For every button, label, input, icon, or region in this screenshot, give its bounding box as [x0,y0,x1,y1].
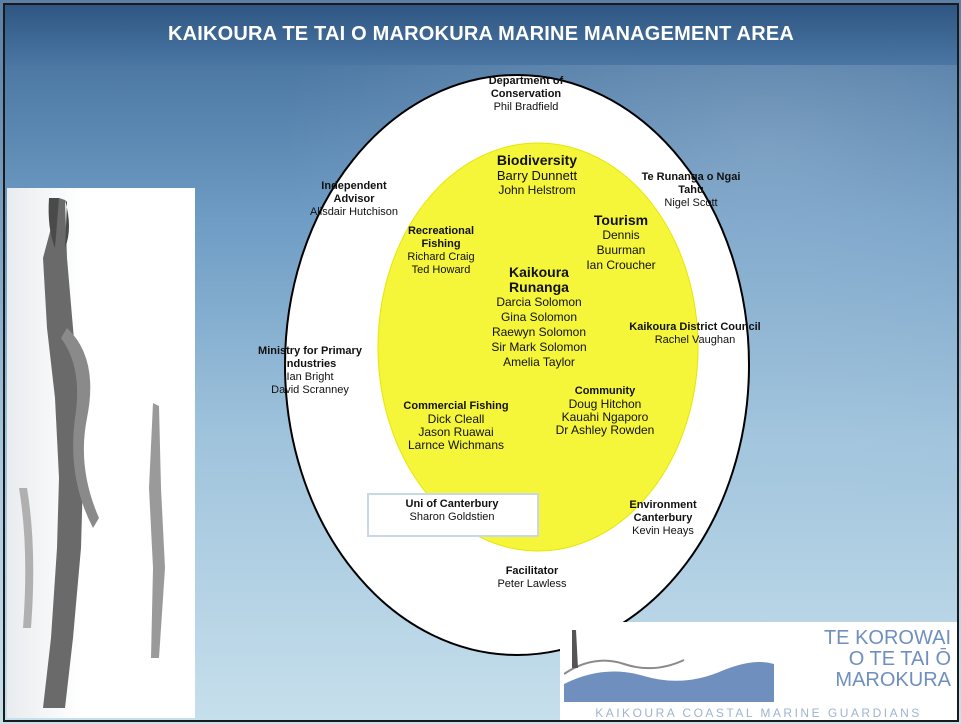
slide-title: KAIKOURA TE TAI O MAROKURA MARINE MANAGE… [167,23,795,45]
logo-line-2: O TE TAI Ō [848,648,951,670]
community-person-1: Doug Hitchon [568,397,642,411]
kaikoura-runanga-person-5: Amelia Taylor [503,355,575,369]
biodiversity-label: Biodiversity Barry Dunnett John Helstrom [477,153,597,198]
independent-advisor-person: Alisdair Hutchison [309,206,399,218]
doc-org: Department of Conservation [488,75,564,100]
mpi-label: Ministry for Primary Industries Ian Brig… [245,345,375,397]
tourism-person-2: Ian Croucher [586,258,656,272]
community-person-3: Dr Ashley Rowden [555,423,655,437]
kaikoura-runanga-label: Kaikoura Runanga Darcia Solomon Gina Sol… [479,265,599,370]
doc-person: Phil Bradfield [493,101,559,113]
environment-canterbury-person: Kevin Heays [632,525,694,537]
coastline-image [564,624,774,702]
logo-line-1: TE KOROWAI [823,627,951,649]
independent-advisor-org: Independent Advisor [321,180,387,205]
inner-ellipse [377,142,699,552]
runanga-ngai-tahu-label: Te Runanga o Ngai Tahu Nigel Scott [641,171,741,210]
facilitator-label: Facilitator Peter Lawless [477,565,587,591]
commercial-fishing-person-1: Dick Cleall [427,412,485,426]
kaikoura-runanga-person-3: Raewyn Solomon [491,325,587,339]
logo-subtitle: KAIKOURA COASTAL MARINE GUARDIANS [595,706,922,720]
facilitator-org: Facilitator [505,565,559,577]
commercial-fishing-person-2: Jason Ruawai [418,425,494,439]
slide: KAIKOURA TE TAI O MAROKURA MARINE MANAGE… [3,3,959,722]
runanga-ngai-tahu-person: Nigel Scott [664,197,718,209]
tourism-org: Tourism [593,212,649,228]
korowai-logo: TE KOROWAI O TE TAI Ō MAROKURA KAIKOURA … [560,622,957,720]
kaikoura-runanga-person-4: Sir Mark Solomon [491,340,587,354]
logo-line-3: MAROKURA [835,669,951,691]
environment-canterbury-label: Environment Canterbury Kevin Heays [609,499,717,538]
mpi-org: Ministry for Primary Industries [258,345,362,370]
doc-label: Department of Conservation Phil Bradfiel… [471,75,581,114]
community-org: Community [574,385,636,397]
kaikoura-runanga-org: Kaikoura Runanga [509,264,569,295]
uni-of-canterbury-box [367,493,539,537]
logo-title: TE KOROWAI O TE TAI Ō MAROKURA [824,628,951,691]
kaikoura-district-council-person: Rachel Vaughan [654,334,736,346]
uni-of-canterbury-person: Sharon Goldstien [409,511,495,523]
recreational-fishing-label: Recreational Fishing Richard Craig Ted H… [391,225,491,277]
biodiversity-person-2: John Helstrom [498,183,576,197]
independent-advisor-label: Independent Advisor Alisdair Hutchison [309,180,399,219]
tourism-person-1: Dennis Buurman [596,228,646,257]
title-band [5,5,957,65]
uni-of-canterbury-org: Uni of Canterbury [405,498,499,510]
tourism-label: Tourism Dennis Buurman Ian Croucher [581,213,661,273]
commercial-fishing-person-3: Larnce Wichmans [407,438,505,452]
uni-of-canterbury-label: Uni of Canterbury Sharon Goldstien [369,498,535,524]
mpi-person-2: David Scranney [271,384,349,396]
facilitator-person: Peter Lawless [497,578,567,590]
commercial-fishing-org: Commercial Fishing [403,400,509,412]
commercial-fishing-label: Commercial Fishing Dick Cleall Jason Rua… [391,400,521,452]
biodiversity-org: Biodiversity [496,152,578,168]
community-label: Community Doug Hitchon Kauahi Ngaporo Dr… [551,385,659,437]
environment-canterbury-org: Environment Canterbury [629,499,697,524]
recreational-fishing-person-1: Richard Craig [407,251,475,263]
carving-panel [7,188,195,718]
recreational-fishing-org: Recreational Fishing [407,225,475,250]
mpi-person-1: Ian Bright [286,371,334,383]
recreational-fishing-person-2: Ted Howard [411,264,471,276]
kaikoura-district-council-org: Kaikoura District Council [629,321,761,333]
runanga-ngai-tahu-org: Te Runanga o Ngai Tahu [641,171,741,196]
community-person-2: Kauahi Ngaporo [561,410,649,424]
carving-image [19,198,165,708]
kaikoura-runanga-person-2: Gina Solomon [500,310,578,324]
biodiversity-person-1: Barry Dunnett [496,168,578,183]
kaikoura-district-council-label: Kaikoura District Council Rachel Vaughan [605,321,785,347]
kaikoura-runanga-person-1: Darcia Solomon [496,295,582,309]
